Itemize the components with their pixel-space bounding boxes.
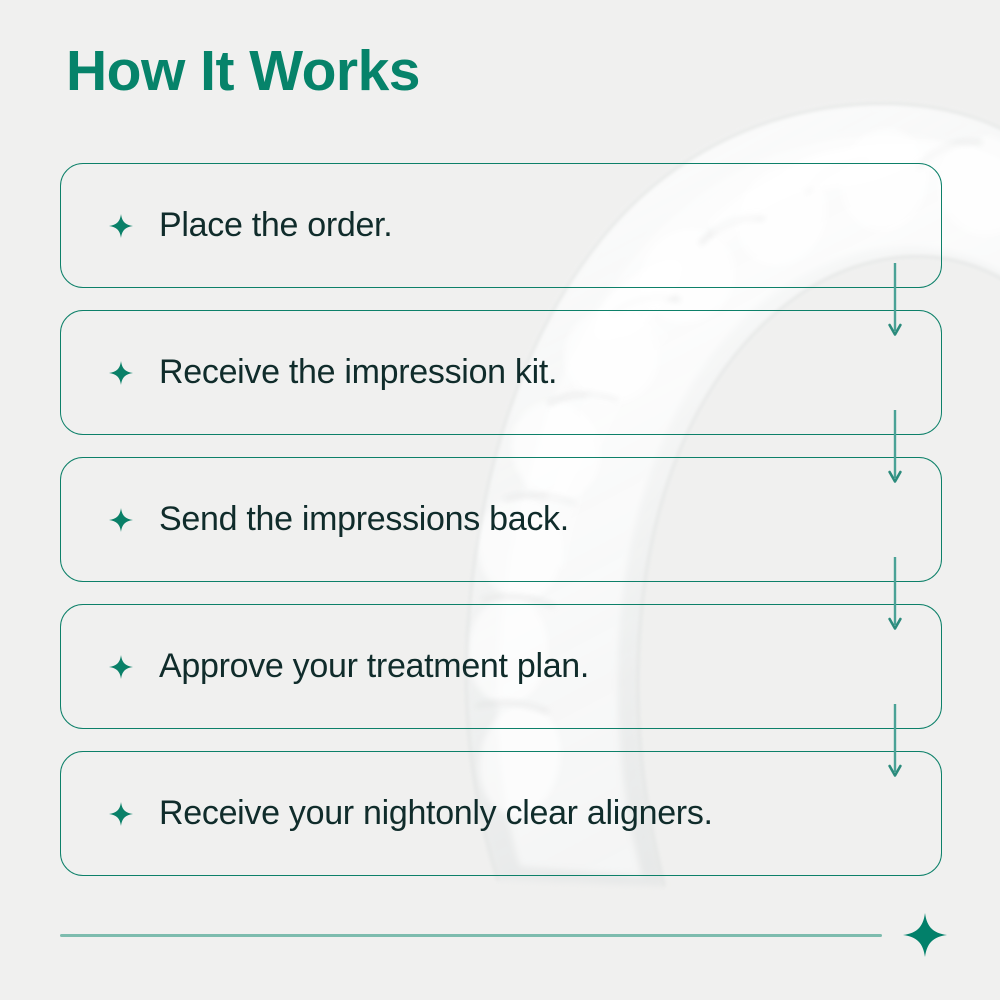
step-label-5: Receive your nightonly clear aligners. — [159, 794, 713, 832]
step-label-3: Send the impressions back. — [159, 500, 569, 538]
step-card-4[interactable]: Approve your treatment plan. — [60, 604, 942, 729]
sparkle-icon — [903, 913, 947, 957]
step-card-3[interactable]: Send the impressions back. — [60, 457, 942, 582]
steps-list: Place the order. Receive the impression … — [60, 163, 942, 898]
step-label-2: Receive the impression kit. — [159, 353, 558, 391]
step-card-2[interactable]: Receive the impression kit. — [60, 310, 942, 435]
sparkle-icon — [109, 360, 133, 385]
step-label-1: Place the order. — [159, 206, 393, 244]
sparkle-icon — [109, 801, 133, 826]
step-label-4: Approve your treatment plan. — [159, 647, 590, 685]
step-card-5[interactable]: Receive your nightonly clear aligners. — [60, 751, 942, 876]
page-title: How It Works — [66, 39, 420, 103]
sparkle-icon — [109, 213, 133, 238]
sparkle-icon — [109, 507, 133, 532]
sparkle-icon — [109, 654, 133, 679]
footer-divider — [60, 934, 882, 937]
step-card-1[interactable]: Place the order. — [60, 163, 942, 288]
